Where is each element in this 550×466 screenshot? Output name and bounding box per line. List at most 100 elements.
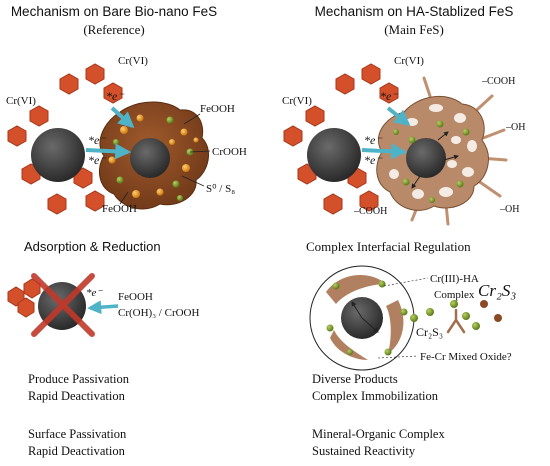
orange-particle bbox=[132, 190, 140, 198]
green-particle bbox=[472, 322, 480, 330]
hexagon bbox=[103, 82, 123, 104]
left-electron-label-mid1: *e⁻ bbox=[88, 133, 107, 147]
right-complex-diagram bbox=[309, 265, 429, 371]
left-title: Mechanism on Bare Bio-nano FeS bbox=[11, 4, 217, 19]
left-crvi-hexagons bbox=[7, 63, 123, 215]
green-particle bbox=[332, 282, 340, 290]
ha-pore bbox=[429, 104, 443, 112]
right-result-line2: Complex Immobilization bbox=[312, 389, 439, 403]
hexagon bbox=[323, 193, 343, 215]
cr2s3-big-label: Cr₂S₃ bbox=[478, 281, 516, 300]
left-fes-core-inner bbox=[130, 138, 170, 178]
green-particle bbox=[378, 280, 386, 288]
green-particle bbox=[113, 139, 119, 145]
complex-label-line2: Complex bbox=[434, 289, 475, 301]
green-particle bbox=[429, 197, 435, 203]
right-crvi-hexagons bbox=[283, 63, 399, 215]
deact-electron-label: *e⁻ bbox=[86, 287, 103, 299]
green-particle bbox=[462, 312, 470, 320]
cr2s3-small-label: Cr₂S₃ bbox=[416, 325, 443, 339]
green-particle bbox=[462, 128, 470, 136]
leader-complex bbox=[383, 277, 429, 287]
inner-arrow bbox=[443, 154, 459, 161]
right-particles bbox=[393, 120, 470, 203]
hexagon bbox=[361, 63, 381, 85]
complex-arrow bbox=[361, 317, 379, 333]
green-particle bbox=[166, 116, 174, 124]
right-summary-line2: Sustained Reactivity bbox=[312, 444, 416, 458]
green-particle bbox=[456, 180, 464, 188]
green-particle bbox=[402, 178, 410, 186]
left-electron-arrow-top bbox=[110, 106, 135, 129]
mixed-oxide-label: Fe-Cr Mixed Oxide? bbox=[420, 351, 512, 363]
left-summary-line1: Surface Passivation bbox=[28, 427, 127, 441]
hexagon bbox=[305, 105, 325, 127]
green-particle bbox=[393, 129, 399, 135]
right-electron-arrow-mid bbox=[361, 143, 408, 160]
ha-crescent bbox=[326, 274, 386, 304]
left-subtitle: (Reference) bbox=[83, 22, 144, 37]
leader-mixed-oxide bbox=[377, 355, 419, 359]
complex-arrow bbox=[351, 301, 363, 319]
left-result-line1: Produce Passivation bbox=[28, 372, 130, 386]
ha-pore bbox=[439, 187, 453, 197]
green-particle bbox=[172, 180, 180, 188]
hexagon bbox=[379, 82, 399, 104]
right-fes-core-outer bbox=[307, 128, 361, 182]
green-particle bbox=[408, 136, 416, 144]
right-electron-arrow-top bbox=[386, 106, 411, 126]
hexagon bbox=[283, 125, 303, 147]
left-electron-arrow-mid bbox=[85, 143, 132, 160]
orange-particle bbox=[169, 139, 175, 145]
right-subtitle: (Main FeS) bbox=[384, 22, 444, 37]
green-particle bbox=[326, 324, 334, 332]
right-oh-right: –OH bbox=[505, 122, 525, 133]
left-crvi-left-label: Cr(VI) bbox=[6, 95, 36, 107]
green-particle bbox=[450, 300, 458, 308]
left-leader-sulfur bbox=[181, 175, 205, 187]
hexagon bbox=[73, 167, 93, 189]
green-particle bbox=[177, 195, 183, 201]
inner-arrow bbox=[437, 131, 449, 141]
right-inner-arrows bbox=[411, 131, 459, 189]
right-oh-bottom: –OH bbox=[499, 204, 519, 215]
left-fes-core-outer bbox=[31, 128, 85, 182]
green-particle bbox=[410, 314, 418, 322]
orange-particle bbox=[180, 128, 188, 136]
left-crvi-top-label: Cr(VI) bbox=[118, 55, 148, 67]
right-title: Mechanism on HA-Stablized FeS bbox=[315, 4, 514, 19]
left-label-feooh-top: FeOOH bbox=[200, 103, 235, 115]
ha-pore bbox=[451, 136, 461, 144]
left-deactivated-group bbox=[7, 273, 119, 337]
brown-particle bbox=[494, 314, 502, 322]
hexagon bbox=[335, 73, 355, 95]
orange-particle bbox=[182, 164, 190, 172]
hexagon bbox=[85, 63, 105, 85]
ha-pore bbox=[462, 167, 474, 177]
left-leader-crooh bbox=[189, 150, 211, 153]
complex-label-line1: Cr(III)-HA bbox=[430, 273, 479, 285]
orange-particle bbox=[120, 126, 128, 134]
right-crvi-top-label: Cr(VI) bbox=[394, 55, 424, 67]
cross-line-2 bbox=[31, 273, 95, 337]
right-summary-line1: Mineral-Organic Complex bbox=[312, 427, 445, 441]
hexagon bbox=[47, 193, 67, 215]
hexagon bbox=[59, 73, 79, 95]
green-particle bbox=[400, 308, 408, 316]
left-summary-line2: Rapid Deactivation bbox=[28, 444, 126, 458]
ha-pore bbox=[389, 169, 399, 179]
deact-electron-arrow bbox=[87, 300, 119, 315]
deact-label-croh: Cr(OH)₃ / CrOOH bbox=[118, 307, 199, 319]
right-electron-label-mid1: *e⁻ bbox=[364, 133, 383, 147]
orange-particle bbox=[136, 114, 144, 122]
right-cooh-bottom: –COOH bbox=[353, 206, 387, 217]
left-leader-feooh-bottom bbox=[119, 191, 129, 205]
ha-pore bbox=[447, 160, 457, 168]
green-particle bbox=[436, 120, 444, 128]
orange-particle bbox=[156, 188, 164, 196]
ha-pore bbox=[412, 189, 424, 199]
left-result-line2: Rapid Deactivation bbox=[28, 389, 126, 403]
orange-particle bbox=[108, 156, 116, 164]
left-shell-particles bbox=[108, 114, 199, 201]
